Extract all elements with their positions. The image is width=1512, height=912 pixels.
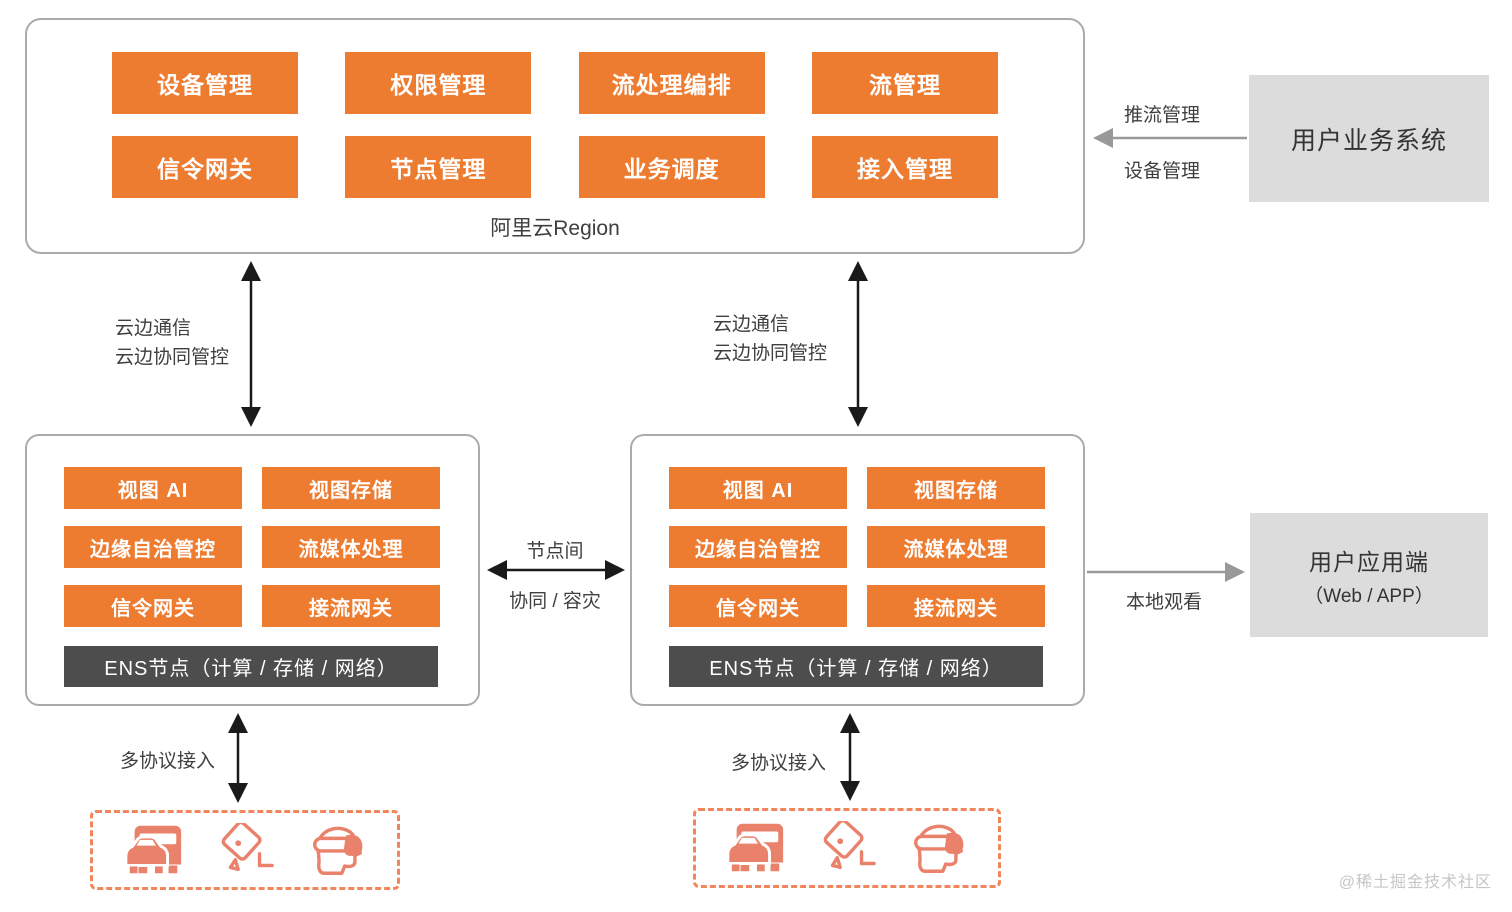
watermark: @稀土掘金技术社区: [1338, 874, 1492, 891]
module-video-ai: 视图 AI: [669, 467, 847, 509]
user-business-system-box: 用户业务系统: [1249, 75, 1489, 202]
user-app-subtitle: （Web / APP）: [1304, 585, 1434, 607]
module-stream-orchestration: 流处理编排: [578, 52, 765, 114]
device-group-left: [90, 810, 400, 890]
module-edge-autonomy: 边缘自治管控: [64, 526, 242, 568]
cloud-region-box: 设备管理 权限管理 流处理编排 流管理 信令网关 节点管理 业务调度 接入管理 …: [25, 18, 1085, 254]
module-business-scheduling: 业务调度: [578, 136, 765, 198]
user-app-title: 用户应用端: [1309, 548, 1429, 575]
vehicles-icon: [123, 824, 183, 875]
module-media-processing: 流媒体处理: [262, 526, 440, 568]
module-video-storage: 视图存储: [867, 467, 1045, 509]
cloud-edge-label-left: 云边通信 云边协同管控: [115, 314, 229, 373]
cctv-camera-icon: [220, 823, 274, 872]
cloud-region-label: 阿里云Region: [490, 217, 620, 240]
cloud-edge-line2: 云边协同管控: [115, 347, 230, 369]
vr-headset-icon: [312, 826, 364, 875]
user-business-system-title: 用户业务系统: [1290, 126, 1447, 155]
module-signaling-gateway: 信令网关: [669, 585, 847, 627]
module-access-management: 接入管理: [811, 136, 998, 198]
ens-node-bar: ENS节点（计算 / 存储 / 网络）: [669, 646, 1043, 687]
device-manage-label: 设备管理: [1124, 161, 1201, 182]
multi-protocol-label-right: 多协议接入: [731, 753, 827, 774]
cloud-edge-line1: 云边通信: [115, 318, 192, 339]
cloud-edge-label-right: 云边通信 云边协同管控: [713, 310, 827, 369]
module-signaling-gateway: 信令网关: [112, 136, 298, 198]
cctv-camera-icon: [822, 821, 876, 870]
ens-node-bar: ENS节点（计算 / 存储 / 网络）: [64, 646, 438, 687]
module-permission-management: 权限管理: [345, 52, 532, 114]
module-device-management: 设备管理: [112, 52, 298, 114]
module-ingest-gateway: 接流网关: [262, 585, 440, 627]
module-signaling-gateway: 信令网关: [64, 585, 242, 627]
module-media-processing: 流媒体处理: [867, 526, 1045, 568]
user-app-box: 用户应用端 （Web / APP）: [1250, 513, 1488, 637]
vr-headset-icon: [914, 824, 966, 873]
module-edge-autonomy: 边缘自治管控: [669, 526, 847, 568]
node-link-bottom-label: 协同 / 容灾: [509, 591, 601, 612]
local-watch-label: 本地观看: [1126, 592, 1203, 613]
module-video-ai: 视图 AI: [64, 467, 242, 509]
cloud-edge-line2: 云边协同管控: [713, 343, 828, 365]
module-ingest-gateway: 接流网关: [867, 585, 1045, 627]
cloud-edge-line1: 云边通信: [713, 314, 790, 335]
module-stream-management: 流管理: [811, 52, 998, 114]
multi-protocol-label-left: 多协议接入: [120, 751, 216, 772]
node-link-top-label: 节点间: [526, 541, 584, 562]
module-node-management: 节点管理: [345, 136, 532, 198]
ens-node-box-right: 视图 AI 视图存储 边缘自治管控 流媒体处理 信令网关 接流网关 ENS节点（…: [630, 434, 1085, 706]
module-video-storage: 视图存储: [262, 467, 440, 509]
push-manage-label: 推流管理: [1124, 105, 1201, 126]
vehicles-icon: [726, 822, 785, 873]
ens-node-box-left: 视图 AI 视图存储 边缘自治管控 流媒体处理 信令网关 接流网关 ENS节点（…: [25, 434, 480, 706]
device-group-right: [693, 808, 1001, 888]
